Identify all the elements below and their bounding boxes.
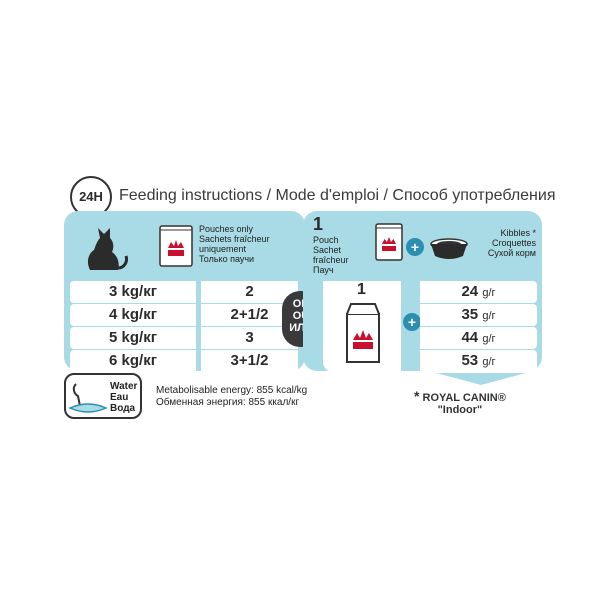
water-label: Water Eau Вода <box>110 381 138 414</box>
pouch-label: Pouch Sachet fraîcheur Пауч <box>313 235 349 275</box>
pouch-quantity: 1 <box>357 281 366 298</box>
pouch-icon <box>375 223 403 261</box>
page-title: Feeding instructions / Mode d'emploi / С… <box>119 187 556 204</box>
weight-cell: 3 kg/кг <box>70 281 196 303</box>
kibble-amount-cell: 44 g/г <box>420 327 537 349</box>
weight-cell: 6 kg/кг <box>70 350 196 372</box>
pouch-count-cell: 2 <box>201 281 298 303</box>
kibble-amount-cell: 53 g/г <box>420 350 537 372</box>
pouch-count-cell: 3+1/2 <box>201 350 298 372</box>
weight-cell: 5 kg/кг <box>70 327 196 349</box>
water-box <box>64 373 142 419</box>
kibble-bowl-icon <box>430 238 468 259</box>
plus-icon: + <box>406 238 424 256</box>
pouch-count-cell: 3 <box>201 327 298 349</box>
weight-cell: 4 kg/кг <box>70 304 196 326</box>
cat-icon <box>87 228 128 270</box>
24h-label: 24H <box>79 189 103 204</box>
energy-info: Metabolisable energy: 855 kcal/kg Обменн… <box>156 385 308 408</box>
royal-canin-note: * ROYAL CANIN® "Indoor" <box>414 388 506 416</box>
pouch-count-cell: 2+1/2 <box>201 304 298 326</box>
arrow-down-icon <box>436 373 526 385</box>
mixed-number: 1 <box>313 214 324 234</box>
royal-canin-line1: * ROYAL CANIN® <box>414 388 506 404</box>
kibble-amount-cell: 24 g/г <box>420 281 537 303</box>
plus-icon: + <box>403 313 421 331</box>
kibbles-label: Kibbles * Croquettes Сухой корм <box>487 228 536 258</box>
kibble-amount-cell: 35 g/г <box>420 304 537 326</box>
pouches-only-label: Pouches only Sachets fraîcheur uniquemen… <box>199 224 270 264</box>
pouch-icon <box>159 225 193 267</box>
pouch-icon <box>346 303 380 363</box>
water-bowl-icon <box>68 383 108 413</box>
